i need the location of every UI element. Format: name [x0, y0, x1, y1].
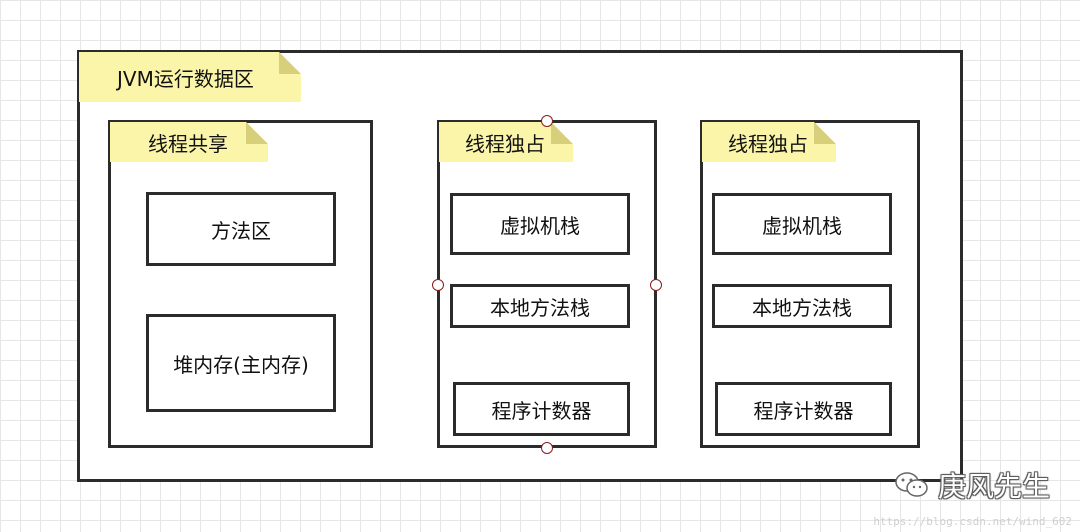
watermark-text: 庚风先生 [937, 470, 1050, 503]
watermark-url: https://blog.csdn.net/wind_602 [873, 515, 1072, 528]
native-method-stack-label-2: 本地方法栈 [752, 295, 852, 320]
watermark: 庚风先生 [894, 465, 1050, 505]
wechat-icon [894, 470, 930, 500]
panel-thread-exclusive-2-title: 线程独占 [728, 131, 808, 156]
resize-handle-right[interactable] [650, 279, 662, 291]
resize-handle-left[interactable] [432, 279, 444, 291]
program-counter-box-1: 程序计数器 [453, 382, 630, 436]
program-counter-box-2: 程序计数器 [715, 382, 892, 436]
program-counter-label-2: 程序计数器 [753, 398, 854, 423]
vm-stack-label-2: 虚拟机栈 [762, 213, 842, 238]
native-method-stack-label-1: 本地方法栈 [490, 295, 590, 320]
jvm-runtime-title-note: JVM运行数据区 [79, 52, 301, 102]
native-method-stack-box-2: 本地方法栈 [712, 284, 892, 328]
panel-thread-shared-title-note: 线程共享 [110, 122, 268, 162]
program-counter-label-1: 程序计数器 [491, 398, 592, 423]
panel-thread-shared-title: 线程共享 [148, 131, 228, 156]
jvm-runtime-title: JVM运行数据区 [117, 66, 254, 91]
native-method-stack-box-1: 本地方法栈 [450, 284, 630, 328]
resize-handle-bottom[interactable] [541, 442, 553, 454]
vm-stack-box-1: 虚拟机栈 [450, 193, 630, 255]
resize-handle-top[interactable] [541, 115, 553, 127]
panel-thread-exclusive-2-title-note: 线程独占 [702, 122, 836, 162]
vm-stack-label-1: 虚拟机栈 [500, 213, 580, 238]
method-area-box: 方法区 [146, 192, 336, 266]
panel-thread-exclusive-1-title-note: 线程独占 [439, 122, 573, 162]
vm-stack-box-2: 虚拟机栈 [712, 193, 892, 255]
panel-thread-exclusive-1-title: 线程独占 [465, 131, 545, 156]
method-area-label: 方法区 [211, 218, 271, 243]
heap-memory-label: 堆内存(主内存) [173, 352, 309, 377]
heap-memory-box: 堆内存(主内存) [146, 314, 336, 412]
